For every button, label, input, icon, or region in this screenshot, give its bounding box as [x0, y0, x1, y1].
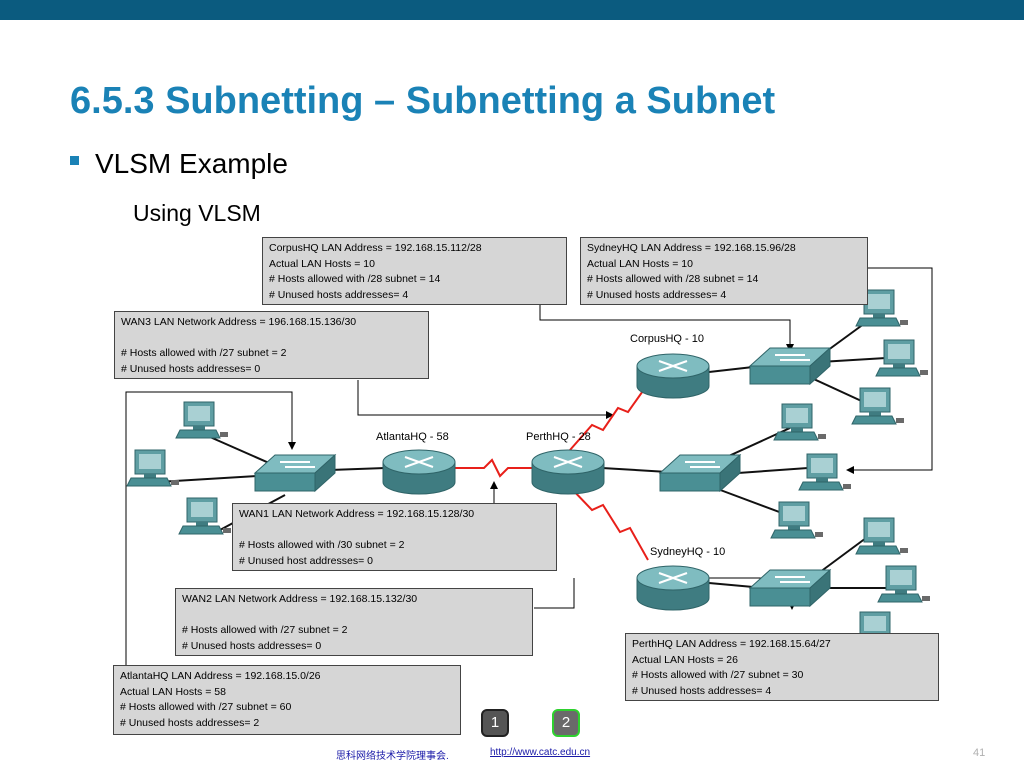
nav-button-2[interactable]: 2: [552, 709, 580, 737]
page-number: 41: [973, 747, 986, 759]
router-perthhq: [531, 449, 605, 495]
bullet-text: VLSM Example: [95, 148, 288, 179]
wan2-box: WAN2 LAN Network Address = 192.168.15.13…: [175, 588, 533, 656]
nav-button-1[interactable]: 1: [481, 709, 509, 737]
router-corpushq: [636, 353, 710, 399]
router-label-perthhq: PerthHQ - 28: [526, 431, 591, 443]
router-atlantahq: [382, 449, 456, 495]
corpushq-lan-box: CorpusHQ LAN Address = 192.168.15.112/28…: [262, 237, 567, 305]
wan1-box: WAN1 LAN Network Address = 192.168.15.12…: [232, 503, 557, 571]
router-label-atlantahq: AtlantaHQ - 58: [376, 431, 449, 443]
router-sydneyhq: [636, 565, 710, 611]
wan3-box: WAN3 LAN Network Address = 196.168.15.13…: [114, 311, 429, 379]
router-label-corpushq: CorpusHQ - 10: [630, 333, 704, 345]
slide-title: 6.5.3 Subnetting – Subnetting a Subnet: [70, 80, 776, 122]
footer-link[interactable]: http://www.catc.edu.cn: [490, 747, 591, 758]
bullet-square-icon: [70, 156, 79, 165]
top-bar: [0, 0, 1024, 20]
router-label-sydneyhq: SydneyHQ - 10: [650, 546, 726, 558]
subheading: Using VLSM: [133, 200, 261, 226]
footer-org: 思科网络技术学院理事会.: [336, 751, 449, 762]
